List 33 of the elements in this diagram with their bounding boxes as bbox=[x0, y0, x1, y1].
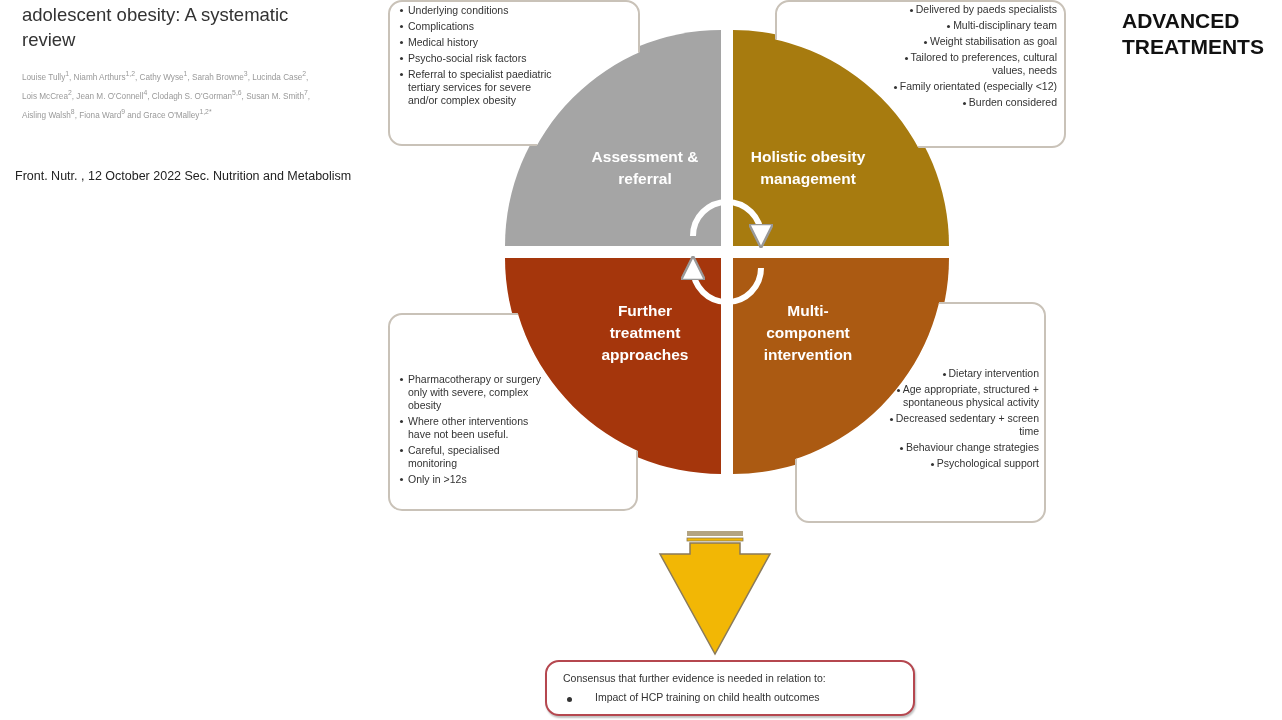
bullet-point: Burden considered bbox=[968, 96, 1057, 108]
bullet-point: Dietary intervention bbox=[948, 367, 1039, 379]
block-arrow bbox=[658, 542, 772, 656]
bullet-point: Medical history bbox=[408, 36, 479, 48]
article-title: adolescent obesity: A systematic review bbox=[22, 3, 290, 52]
bullet-point: Weight stabilisation as goal bbox=[929, 35, 1057, 47]
bullet-point: Where other interventions have not been useful. bbox=[408, 415, 529, 440]
bullet-point: Careful, specialised monitoring bbox=[408, 444, 500, 469]
bullet-point: Tailored to preferences, cultural values, needs bbox=[910, 51, 1057, 76]
segment-label: Assessment & referral bbox=[590, 147, 700, 189]
citation-text: Front. Nutr. , 12 October 2022 Sec. Nutrition and Metabolism bbox=[15, 168, 353, 184]
author-list: Louise Tully$^{1}$, Niamh Arthurs$^{1,2}$, Cathy Wyse$^{1}$, Sarah Browne$^{3}$, Lucinda Case$^{2}$, Lois McCrea$^{2}$, Jean M. O'Connell$^{4}$, Clodagh S. O'Gorman$^{5,6}$, Susan M. Smith$^{7}$, Aisling Walsh$^{8}$, Fiona Ward$^{9}$ and Grace O'Malley$^{1,2*}$ bbox=[22, 66, 322, 124]
box-heading: Consensus that further evidence is needed in relation to: bbox=[563, 672, 826, 684]
bullet-point: Underlying conditions bbox=[408, 4, 509, 16]
bullet-point: Age appropriate, structured + spontaneous physical activity bbox=[902, 383, 1039, 408]
segment-label: Holistic obesity management bbox=[749, 147, 867, 189]
segment-label: Further treatment approaches bbox=[600, 301, 690, 365]
bullet-point: Behaviour change strategies bbox=[905, 441, 1039, 453]
bullet-point: Decreased sedentary + screen time bbox=[895, 412, 1039, 437]
bullet-point: Complications bbox=[408, 20, 474, 32]
segment-label: Multi-component intervention bbox=[762, 301, 854, 365]
bullet-point: Referral to specialist paediatric tertiary services for severe and/or complex obesity bbox=[408, 68, 552, 106]
bullet-point: Only in >12s bbox=[408, 473, 467, 485]
bullet-point: Delivered by paeds specialists bbox=[915, 3, 1057, 15]
bullet-point: Pharmacotherapy or surgery only with severe, complex obesity bbox=[408, 373, 542, 411]
slide-heading: TREATMENTS bbox=[1122, 34, 1265, 60]
bullet-point: Psycho-social risk factors bbox=[408, 52, 527, 64]
slide-heading: ADVANCED bbox=[1122, 8, 1241, 34]
bullet-point: Multi-disciplinary team bbox=[953, 19, 1057, 31]
bullet-point: Psychological support bbox=[936, 457, 1039, 469]
info-card bbox=[545, 660, 915, 716]
bullet-point: Family orientated (especially <12) bbox=[899, 80, 1057, 92]
bullet-point: Impact of HCP training on child health outcomes bbox=[595, 691, 820, 703]
